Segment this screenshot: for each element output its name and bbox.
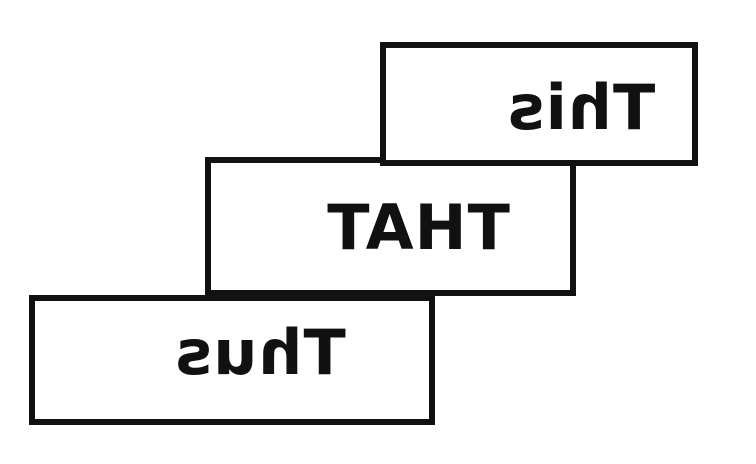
top-box-label: This — [506, 71, 656, 145]
middle-box-label: THAT — [326, 190, 510, 264]
bottom-box: Thus — [29, 295, 435, 425]
middle-box: THAT — [205, 157, 576, 296]
top-box: This — [380, 42, 698, 166]
bottom-box-label: Thus — [174, 315, 346, 389]
